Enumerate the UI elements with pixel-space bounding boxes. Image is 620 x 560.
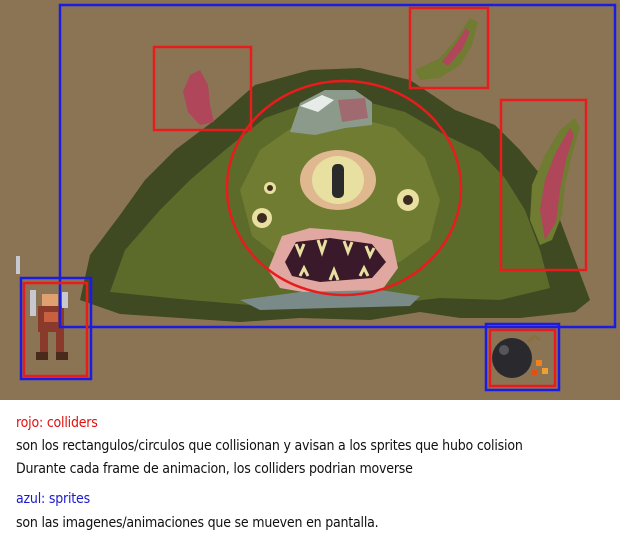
game-scene xyxy=(0,0,620,400)
tentacle-icon xyxy=(415,18,478,80)
sprite-legend-title: azul: sprites xyxy=(16,491,90,507)
monster-body-collider xyxy=(225,79,463,297)
player-collider xyxy=(22,281,89,378)
bomb-collider xyxy=(488,328,557,388)
tentacle-icon xyxy=(183,70,214,125)
tentacle-collider-top xyxy=(408,6,490,90)
collider-legend-title: rojo: colliders xyxy=(16,415,98,431)
collider-description-line-2: Durante cada frame de animacion, los col… xyxy=(16,461,413,477)
slime-monster-icon xyxy=(80,68,590,322)
monster-sprite-box xyxy=(58,3,617,329)
tentacle-collider-right xyxy=(499,98,588,272)
collider-description-line-1: son los rectangulos/circulos que collisi… xyxy=(16,438,523,454)
sprite-description-line-1: son las imagenes/animaciones que se muev… xyxy=(16,515,379,531)
bomb-sprite-box xyxy=(484,322,561,392)
tentacle-collider-left xyxy=(152,45,253,132)
player-sprite-box xyxy=(19,276,93,381)
bomb-icon xyxy=(492,334,548,378)
